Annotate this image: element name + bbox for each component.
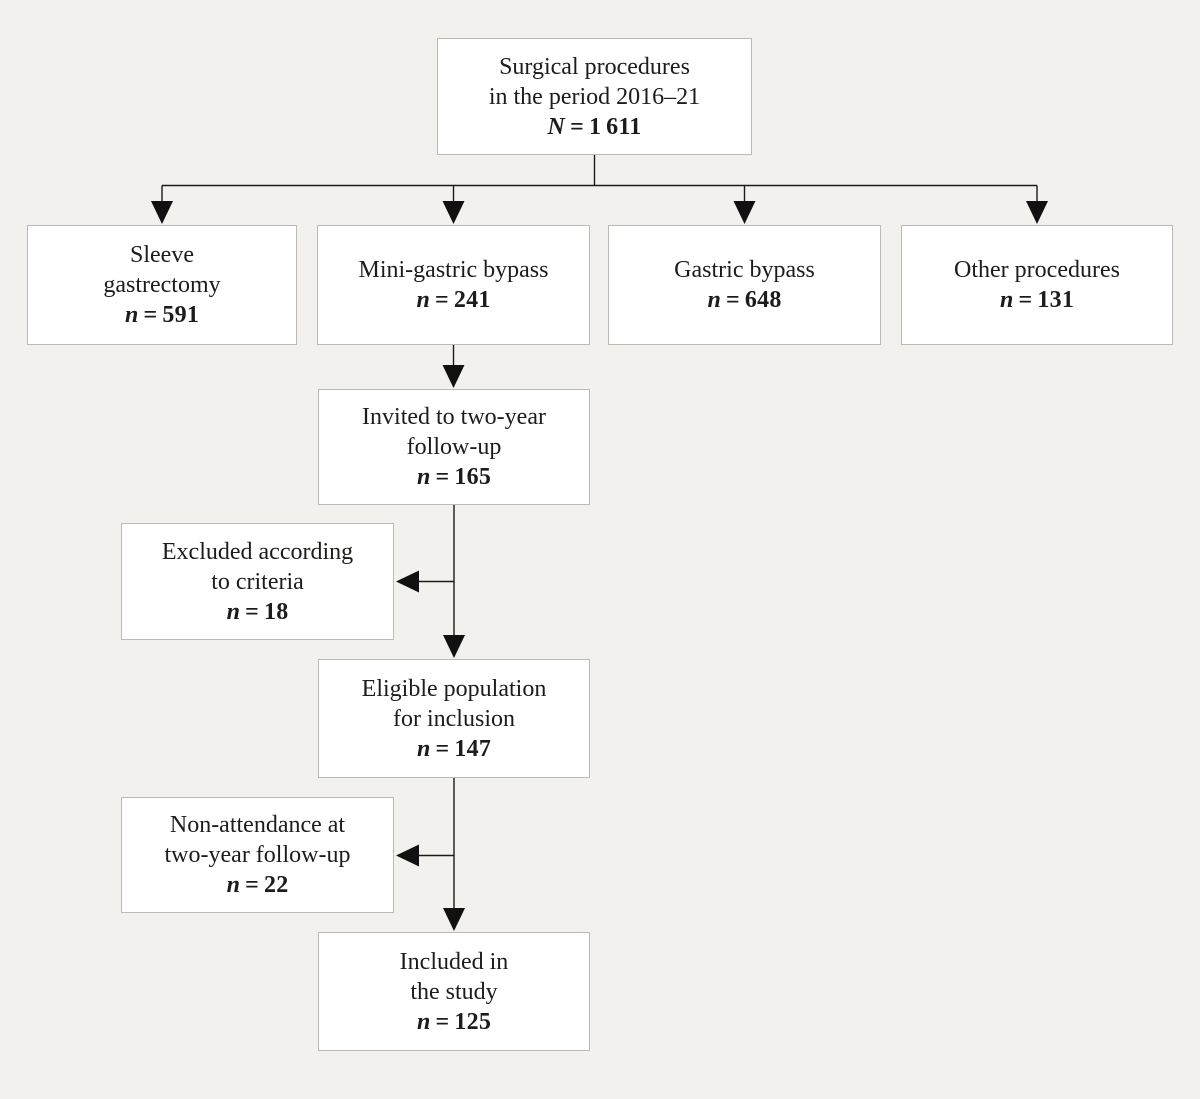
- node-count: n = 648: [707, 285, 781, 315]
- node-label: Included in the study: [399, 948, 509, 1005]
- node-label: Non-attendance at two-year follow-up: [164, 812, 351, 868]
- node-count: n = 22: [227, 870, 289, 900]
- node-total-procedures: Surgical procedures in the period 2016–2…: [437, 38, 752, 155]
- node-label: Sleeve gastrectomy: [103, 242, 221, 298]
- count-value: = 22: [240, 872, 289, 898]
- arrow-mini-to-invited: [442, 345, 465, 388]
- count-value: = 241: [430, 287, 491, 313]
- count-variable: n: [226, 598, 241, 625]
- count-value: = 18: [240, 598, 289, 625]
- node-count: n = 241: [416, 285, 490, 315]
- node-count: n = 591: [125, 300, 199, 330]
- count-value: = 1 611: [565, 113, 642, 140]
- count-variable: n: [707, 287, 722, 313]
- node-gastric-bypass: Gastric bypass n = 648: [608, 225, 881, 345]
- node-eligible-population: Eligible population for inclusion n = 14…: [318, 659, 590, 778]
- count-variable: n: [124, 302, 139, 328]
- count-value: = 147: [430, 735, 492, 762]
- node-label: Excluded according to criteria: [161, 538, 354, 595]
- count-variable: n: [999, 287, 1014, 313]
- node-label: Eligible population for inclusion: [361, 675, 547, 732]
- arrow-branch-to-nonattendance: [396, 844, 454, 867]
- count-variable: n: [416, 1008, 431, 1035]
- node-count: n = 131: [1000, 285, 1074, 315]
- node-label: Invited to two-year follow-up: [362, 404, 546, 460]
- node-count: N = 1 611: [548, 112, 642, 142]
- count-value: = 648: [721, 287, 782, 313]
- count-value: = 131: [1013, 287, 1075, 313]
- arrow-invited-to-eligible: [443, 505, 465, 658]
- node-label: Mini-gastric bypass: [358, 257, 549, 283]
- node-nonattendance: Non-attendance at two-year follow-up n =…: [121, 797, 394, 913]
- node-count: n = 18: [227, 597, 289, 627]
- node-label: Other procedures: [954, 257, 1120, 283]
- node-label: Surgical procedures in the period 2016–2…: [488, 53, 701, 110]
- count-value: = 165: [430, 464, 492, 490]
- count-variable: n: [416, 287, 431, 313]
- node-invited-followup: Invited to two-year follow-up n = 165: [318, 389, 590, 505]
- node-mini-gastric-bypass: Mini-gastric bypass n = 241: [317, 225, 590, 345]
- arrow-branch-to-excluded: [396, 570, 454, 593]
- count-variable: N: [547, 113, 566, 140]
- node-other-procedures: Other procedures n = 131: [901, 225, 1173, 345]
- node-count: n = 147: [417, 734, 491, 764]
- count-variable: n: [416, 464, 431, 490]
- node-excluded-criteria: Excluded according to criteria n = 18: [121, 523, 394, 640]
- node-label: Gastric bypass: [674, 257, 815, 283]
- node-included-study: Included in the study n = 125: [318, 932, 590, 1051]
- node-count: n = 125: [417, 1007, 491, 1037]
- node-count: n = 165: [417, 462, 491, 492]
- count-value: = 125: [430, 1008, 492, 1035]
- count-variable: n: [226, 872, 241, 898]
- arrow-eligible-to-included: [443, 778, 465, 931]
- count-variable: n: [416, 735, 431, 762]
- node-sleeve-gastrectomy: Sleeve gastrectomy n = 591: [27, 225, 297, 345]
- count-value: = 591: [138, 302, 200, 328]
- arrow-total-to-branches: [151, 155, 1048, 224]
